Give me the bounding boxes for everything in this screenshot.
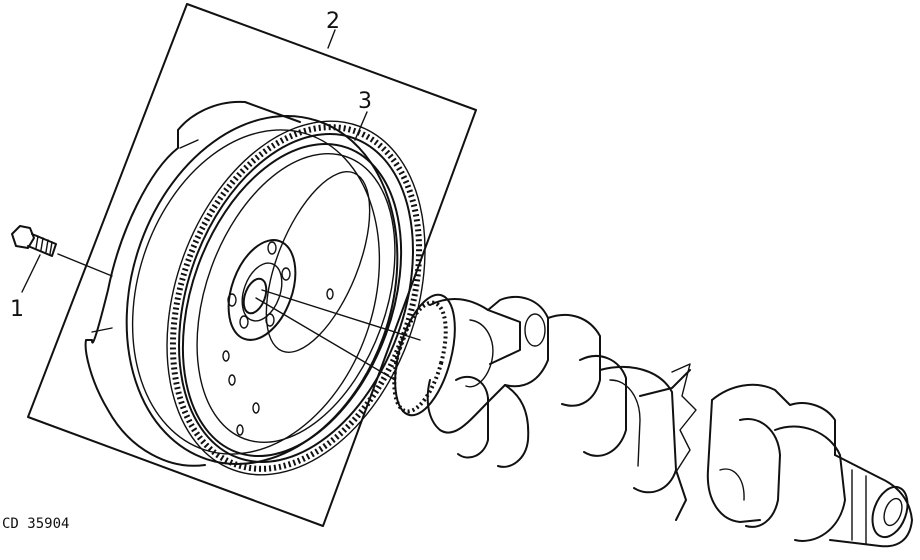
callout-3: 3 xyxy=(358,89,372,114)
crankshaft-icon xyxy=(392,293,913,548)
alignment-centerlines xyxy=(255,289,421,381)
flywheel-icon xyxy=(84,100,403,467)
figure-code: CD 35904 xyxy=(2,516,69,532)
callout-2: 2 xyxy=(326,9,340,34)
assembly-frame: 2 xyxy=(27,3,477,527)
cap-screw-icon: 1 xyxy=(10,225,113,322)
callout-1: 1 xyxy=(10,297,24,322)
